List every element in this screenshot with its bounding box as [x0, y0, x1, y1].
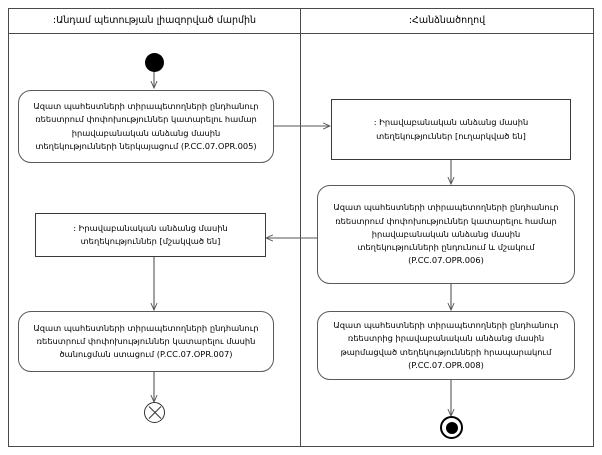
object-node-info-sent[interactable]: : Իրավաբանական անձանց մասին տեղեկություն… [331, 99, 571, 160]
action-opr-006-line-1: Ազատ պահեստների տիրապետողների ընդհանուր [333, 202, 559, 213]
action-opr-005-line-1: Ազատ պահեստների տիրապետողների ընդհանուր [33, 101, 259, 112]
action-opr-008-line-4: (P.CC.07.OPR.008) [408, 359, 484, 370]
action-opr-007-line-3: ծանուցման ստացում (P.CC.07.OPR.007) [59, 349, 233, 360]
action-node-opr-006[interactable]: Ազատ պահեստների տիրապետողների ընդհանուր … [317, 185, 575, 284]
object-processed-line-2: տեղեկություններ [մշակված են] [80, 236, 221, 246]
action-opr-005-line-2: ռեեստրում փոփոխություններ կատարելու համա… [35, 114, 257, 125]
action-node-opr-005[interactable]: Ազատ պահեստների տիրապետողների ընդհանուր … [18, 90, 274, 163]
action-node-opr-008[interactable]: Ազատ պահեստների տիրապետողների ընդհանուր … [317, 311, 575, 380]
object-node-info-processed[interactable]: : Իրավաբանական անձանց մասին տեղեկություն… [35, 213, 266, 257]
action-opr-006-line-5: (P.CC.07.OPR.006) [408, 255, 484, 266]
swimlane-vertical-divider [300, 8, 301, 447]
object-sent-line-1: : Իրավաբանական անձանց մասին [373, 117, 529, 128]
swimlane-header-divider [8, 33, 594, 34]
action-opr-007-line-1: Ազատ պահեստների տիրապետողների ընդհանուր [33, 322, 259, 333]
action-opr-008-line-1: Ազատ պահեստների տիրապետողների ընդհանուր [333, 320, 559, 331]
action-opr-008-line-3: թարմացված տեղեկությունների հրապարակում [340, 346, 552, 357]
action-opr-006-line-4: տեղեկությունների ընդունում և մշակում [357, 242, 535, 253]
action-opr-006-line-2: ռեեստրում փոփոխություններ կատարելու համա… [335, 215, 557, 226]
swimlane-title-left: :Անդամ պետության լիազորված մարմին [52, 15, 257, 26]
action-opr-005-line-4: տեղեկությունների ներկայացում (P.CC.07.OP… [35, 140, 257, 151]
action-opr-006-line-3: իրավաբանական անձանց մասին [371, 228, 521, 239]
flow-final-node[interactable] [144, 402, 165, 423]
object-processed-line-1: : Իրավաբանական անձանց մասին [73, 222, 228, 233]
initial-node[interactable] [145, 53, 164, 72]
activity-final-node[interactable] [440, 416, 463, 439]
object-sent-line-2: տեղեկություններ [ուղարկված են] [376, 130, 526, 141]
action-opr-008-line-2: ռեեստրից իրավաբանական անձանց մասին [347, 333, 545, 344]
action-opr-005-line-3: իրավաբանական անձանց մասին [71, 127, 221, 138]
action-opr-007-line-2: ռեեստրում փոփոխություններ կատարելու մասի… [36, 335, 256, 346]
action-node-opr-007[interactable]: Ազատ պահեստների տիրապետողների ընդհանուր … [18, 311, 274, 372]
swimlane-title-right: :Հանձնածողով [408, 15, 486, 26]
